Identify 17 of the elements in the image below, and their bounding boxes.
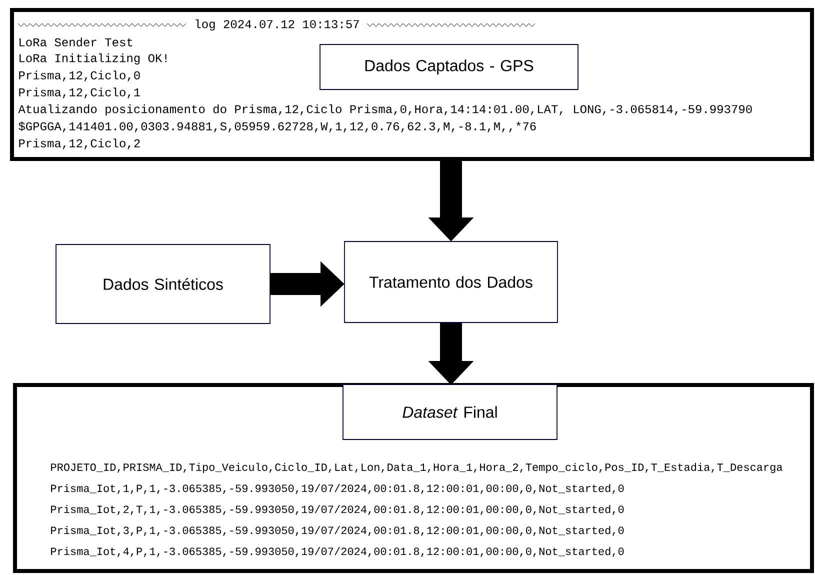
log-line: LoRa Initializing OK!: [20, 53, 166, 65]
log-line: Atualizando posicionamento do Prisma,12,Ciclo Prisma,0,Hora,14:14:01.00,LAT, LONG,-3.065814,-59.993790: [18, 104, 752, 116]
data-row: Prisma_Iot,3,P,1,-3.065385,-59.993050,19/07/2024,00:01.8,12:00:01,00:00,0,Not_started,0: [51, 526, 624, 536]
process-box: Dados Sintéticos: [56, 244, 270, 324]
log-line: Prisma,12,Ciclo,1: [19, 88, 140, 98]
data-row: PROJETO_ID,PRISMA_ID,Tipo_Veiculo,Ciclo_ID,Lat,Lon,Data_1,Hora_1,Hora_2,Tempo_ciclo,Pos_ID,T_Estadia,T_Descarga: [51, 462, 782, 474]
data-row: Prisma_Iot,2,T,1,-3.065385,-59.993050,19/07/2024,00:01.8,12:00:01,00:00,0,Not_started,0: [51, 505, 624, 515]
data-row: Prisma_Iot,1,P,1,-3.065385,-59.993050,19/07/2024,00:01.8,12:00:01,00:00,0,Not_started,0: [51, 484, 624, 494]
log-header: log 2024.07.12 10:13:57: [196, 19, 359, 31]
process-box: Dados Captados - GPS: [320, 44, 578, 90]
log-line: Prisma,12,Ciclo,0: [19, 70, 140, 82]
process-box: Tratamento dos Dados: [344, 241, 558, 323]
process-box: Dataset Final: [342, 384, 558, 440]
log-line: LoRa Sender Test: [20, 38, 132, 46]
data-row: Prisma_Iot,4,P,1,-3.065385,-59.993050,19/07/2024,00:01.8,12:00:01,00:00,0,Not_started,0: [51, 547, 624, 557]
log-line: Prisma,12,Ciclo,2: [19, 138, 140, 150]
log-line: $GPGGA,141401.00,0303.94881,S,05959.62728,W,1,12,0.76,62.3,M,-8.1,M,,*76: [18, 122, 536, 132]
